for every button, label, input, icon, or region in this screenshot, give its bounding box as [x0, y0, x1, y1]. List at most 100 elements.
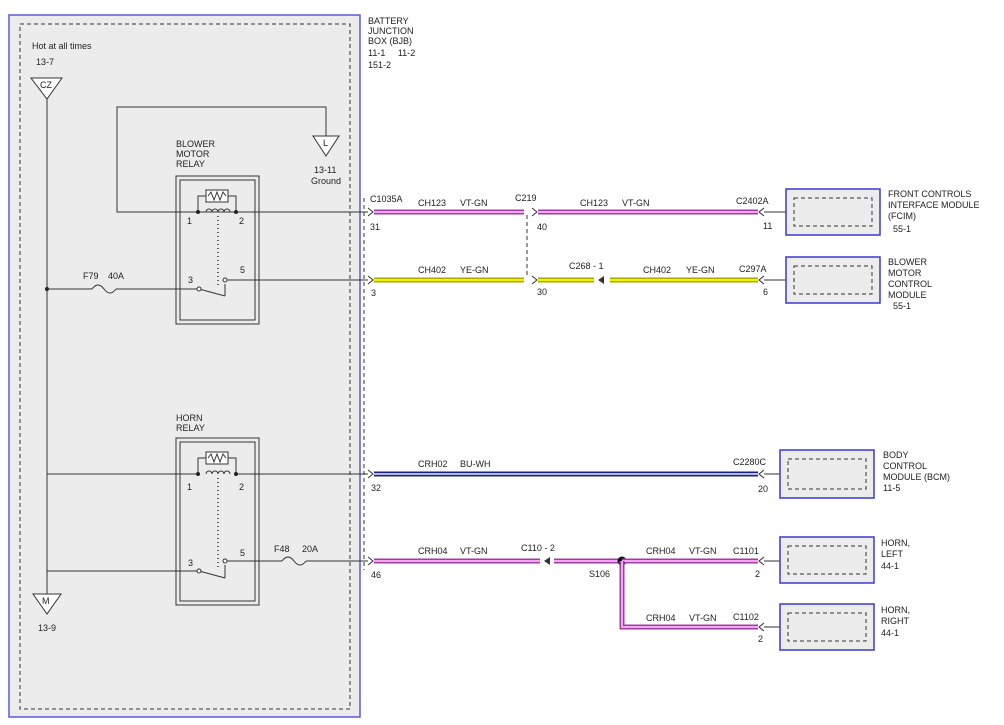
bcm-conn-out-chevron	[758, 469, 765, 479]
horn-relay-outer-box	[175, 437, 260, 606]
horn-right-box	[779, 603, 875, 651]
horn-right-inner	[787, 612, 867, 642]
horn-relay-label-2: RELAY	[176, 423, 205, 433]
fcim-module-inner	[793, 197, 873, 227]
horn-relay-pin1-dot	[196, 472, 200, 476]
horn-relay-pin2-dot	[234, 472, 238, 476]
battery-junction-box: BATTERY JUNCTION BOX (BJB) 11-1 11-2 151…	[8, 14, 415, 718]
bjb-label-line-1: BATTERY	[368, 16, 409, 26]
blower-wire1-id: CH402	[418, 265, 446, 275]
blower-relay-coil-lead-right	[228, 195, 237, 212]
blower-relay-pin2-dot	[234, 210, 238, 214]
horn-relay-label-1: HORN	[176, 413, 203, 423]
blower-relay-contact-3	[196, 286, 202, 292]
bcm-name-2: CONTROL	[883, 461, 927, 471]
module-bcm: BODY CONTROL MODULE (BCM) 11-5	[779, 449, 950, 499]
horn-right-chevron	[758, 622, 765, 632]
bcm-module-box	[779, 449, 875, 499]
fcim-pin-in: 31	[370, 222, 380, 232]
blower-pin-in: 3	[371, 288, 376, 298]
horn-left-name-1: HORN,	[881, 538, 910, 548]
blower-module-ref: 55-1	[893, 301, 911, 311]
fcim-conn-in-chevron	[367, 207, 374, 217]
blower-conn-in-chevron	[367, 275, 374, 285]
blower-relay-pin5: 5	[240, 265, 245, 275]
horn-relay-switch-blade	[198, 570, 226, 579]
ground-ref: 13-9	[38, 623, 56, 633]
horn-fuse-rating: 20A	[302, 544, 318, 554]
blower-fuse-symbol	[91, 284, 117, 294]
horn-left-pin: 2	[755, 569, 760, 579]
horn-relay-pin3: 3	[188, 558, 193, 568]
horn-right-name-2: RIGHT	[881, 616, 910, 626]
horn-relay-coil-zigzag	[207, 452, 227, 464]
bcm-ref: 11-5	[883, 483, 900, 493]
blower-mid-conn: C268 - 1	[569, 261, 604, 271]
blower-relay-switch-blade	[198, 288, 226, 297]
blower-relay-label-3: RELAY	[176, 159, 205, 169]
bjb-inner-boundary	[19, 23, 351, 710]
relay-ground-wire	[116, 106, 368, 213]
blower-module-name-2: MOTOR	[888, 268, 922, 278]
bcm-name-3: MODULE (BCM)	[883, 472, 950, 482]
bcm-module-inner	[787, 458, 867, 490]
horn-relay-contact-5	[222, 558, 228, 564]
power-ref: 13-7	[36, 57, 54, 67]
fcim-name-1: FRONT CONTROLS	[888, 189, 971, 199]
bjb-label-line-3: BOX (BJB)	[368, 36, 412, 46]
horn-left-wire-color: VT-GN	[689, 546, 717, 556]
fcim-name-3: (FCIM)	[888, 211, 916, 221]
blower-relay-pin1-dot	[196, 210, 200, 214]
blower-relay-coil-zigzag	[207, 190, 227, 202]
horn-relay-coil-winding	[205, 470, 231, 475]
relay-ground-ref: 13-11	[314, 165, 336, 175]
fcim-wire1-id: CH123	[418, 198, 446, 208]
blower-wire2-color: YE-GN	[686, 265, 715, 275]
blower-motor-relay: BLOWER MOTOR RELAY 1 2 3 5 F79 40A	[47, 139, 368, 325]
module-horn-right: HORN, RIGHT 44-1	[779, 603, 910, 651]
fcim-module-box	[785, 188, 881, 236]
module-fcim: FRONT CONTROLS INTERFACE MODULE (FCIM) 5…	[785, 188, 980, 236]
blower-relay-label-2: MOTOR	[176, 149, 210, 159]
horn-fuse-symbol	[281, 556, 307, 566]
bjb-label-line-5: 151-2	[368, 60, 391, 70]
blower-mid-pin: 30	[537, 287, 547, 297]
blower-relay-contact-5	[222, 277, 228, 283]
blower-relay-inner-box	[179, 179, 256, 321]
horn-right-wire-color: VT-GN	[689, 613, 717, 623]
fcim-wire2-id: CH123	[580, 198, 608, 208]
relay-ground-circuit: L 13-11 Ground	[116, 106, 368, 213]
relay-ground-terminal-label: L	[323, 138, 328, 148]
blower-module-name-3: CONTROL	[888, 279, 932, 289]
fcim-conn-in: C1035A	[370, 194, 403, 204]
blower-wire1-color: YE-GN	[460, 265, 489, 275]
horn-conn-in-chevron	[367, 556, 374, 566]
blower-module-name-1: BLOWER	[888, 257, 928, 267]
blower-module-name-4: MODULE	[888, 290, 927, 300]
bjb-label-line-2: JUNCTION	[368, 26, 414, 36]
horn-mid-conn: C110 - 2	[521, 543, 555, 553]
hot-at-all-times-label: Hot at all times	[32, 41, 92, 51]
horn-fuse-id: F48	[274, 544, 290, 554]
horn-right-ref: 44-1	[881, 628, 899, 638]
blower-wire2-id: CH402	[643, 265, 671, 275]
horn-left-wire-id: CRH04	[646, 546, 676, 556]
ground-terminal-symbol	[32, 593, 62, 615]
power-terminal-symbol	[29, 77, 63, 100]
power-bus: Hot at all times 13-7 CZ M 13-9	[29, 41, 92, 633]
module-blower: BLOWER MOTOR CONTROL MODULE 55-1	[785, 256, 932, 311]
horn-relay-pin5: 5	[240, 548, 245, 558]
blower-relay-pin3: 3	[188, 275, 193, 285]
fcim-mid-chevron	[531, 207, 538, 217]
horn-left-ref: 44-1	[881, 561, 899, 571]
horn-right-conn: C1102	[733, 612, 759, 622]
bcm-name-1: BODY	[883, 450, 909, 460]
fcim-circuit: C1035A 31 CH123 VT-GN C219 40 CH123 VT-G…	[367, 193, 788, 232]
fcim-ref: 55-1	[893, 224, 911, 234]
horn-pin-in: 46	[371, 570, 381, 580]
horn-relay-inner-box	[179, 441, 256, 602]
module-horn-left: HORN, LEFT 44-1	[779, 536, 910, 584]
horn-splice-label: S106	[589, 569, 610, 579]
power-terminal-label: CZ	[40, 80, 52, 90]
